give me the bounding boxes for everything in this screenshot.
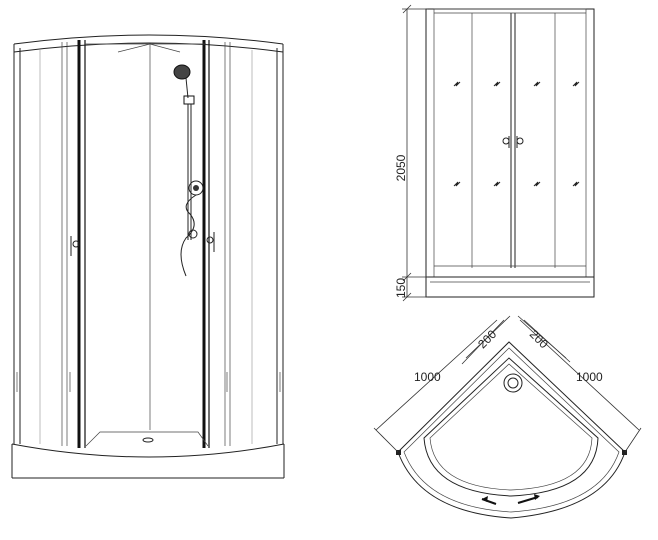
plan-width-left-label: 1000 (414, 370, 441, 384)
plan-view (373, 315, 642, 519)
elevation-handles-icon (502, 136, 524, 148)
shower-head-icon (173, 64, 195, 240)
right-door-handle-icon (206, 232, 215, 252)
front-elevation (402, 4, 595, 302)
glass-marks (453, 81, 580, 187)
left-door-handle-icon (70, 236, 80, 256)
height-base-label: 150 (394, 278, 408, 298)
plan-width-right-label: 1000 (576, 370, 603, 384)
plan-offset-right-label: 200 (527, 327, 551, 351)
perspective-view (11, 34, 285, 479)
door-slide-arrows-icon (481, 494, 540, 505)
mixer-tap-icon (180, 180, 204, 277)
drain-icon (503, 373, 523, 393)
plan-offset-left-label: 200 (475, 327, 499, 351)
height-total-label: 2050 (394, 154, 408, 181)
shower-tray (11, 431, 285, 479)
